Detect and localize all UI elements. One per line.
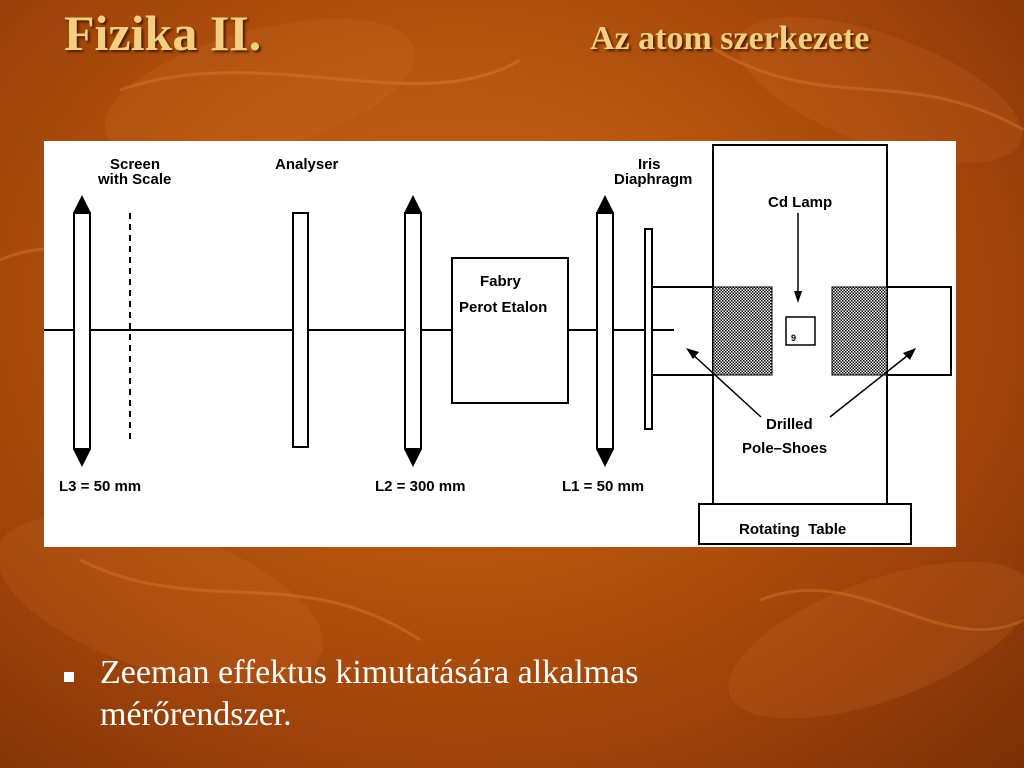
label-screen-line2: with Scale: [97, 171, 171, 188]
bullet-square-icon: [64, 672, 74, 682]
label-l1: L1 = 50 mm: [562, 478, 644, 495]
diagram-svg: 9 Screen with Scale Analyser Iris Diaphr…: [44, 144, 952, 545]
right-arm: [886, 286, 952, 376]
pole-shoe-right: [831, 286, 888, 376]
drilled-arrow-left: [689, 351, 762, 418]
fabry-perot-etalon: [451, 257, 569, 404]
lens-l3: [73, 212, 91, 450]
lens-l2-top-arrow: [404, 195, 422, 213]
label-cd-lamp: Cd Lamp: [768, 194, 832, 211]
slide-title: Fizika II.: [64, 5, 262, 61]
label-drilled-line1: Drilled: [766, 416, 813, 433]
slide-subtitle: Az atom szerkezete: [590, 20, 870, 57]
lens-l3-bottom-arrow: [73, 449, 91, 467]
cd-lamp-mark: 9: [791, 333, 796, 343]
label-fabry-line2: Perot Etalon: [459, 299, 547, 316]
label-iris-line2: Diaphragm: [614, 171, 692, 188]
iris-diaphragm: [644, 228, 653, 430]
label-drilled-line2: Pole–Shoes: [742, 440, 827, 457]
cd-lamp-pointer-head: [794, 291, 802, 303]
zeeman-setup-diagram: 9 Screen with Scale Analyser Iris Diaphr…: [44, 141, 956, 547]
drilled-arrow-right: [829, 351, 913, 418]
pole-shoe-left: [712, 286, 773, 376]
lens-l1: [596, 212, 614, 450]
label-rotating-table: Rotating Table: [739, 521, 846, 538]
drilled-arrow-left-head: [686, 348, 699, 359]
analyser-plate: [292, 212, 309, 448]
cd-lamp-box: [785, 316, 816, 346]
lens-l3-top-arrow: [73, 195, 91, 213]
lens-l1-top-arrow: [596, 195, 614, 213]
label-l3: L3 = 50 mm: [59, 478, 141, 495]
lens-l1-bottom-arrow: [596, 449, 614, 467]
label-analyser: Analyser: [275, 156, 339, 173]
drilled-arrow-right-head: [903, 348, 916, 360]
bullet-text: Zeeman effektus kimutatására alkalmas mé…: [100, 654, 639, 733]
lens-l2-bottom-arrow: [404, 449, 422, 467]
label-iris-line1: Iris: [638, 156, 661, 173]
label-fabry-line1: Fabry: [480, 273, 522, 290]
label-screen-line1: Screen: [110, 156, 160, 173]
rotating-table: [698, 503, 912, 545]
label-l2: L2 = 300 mm: [375, 478, 465, 495]
lens-l2: [404, 212, 422, 450]
